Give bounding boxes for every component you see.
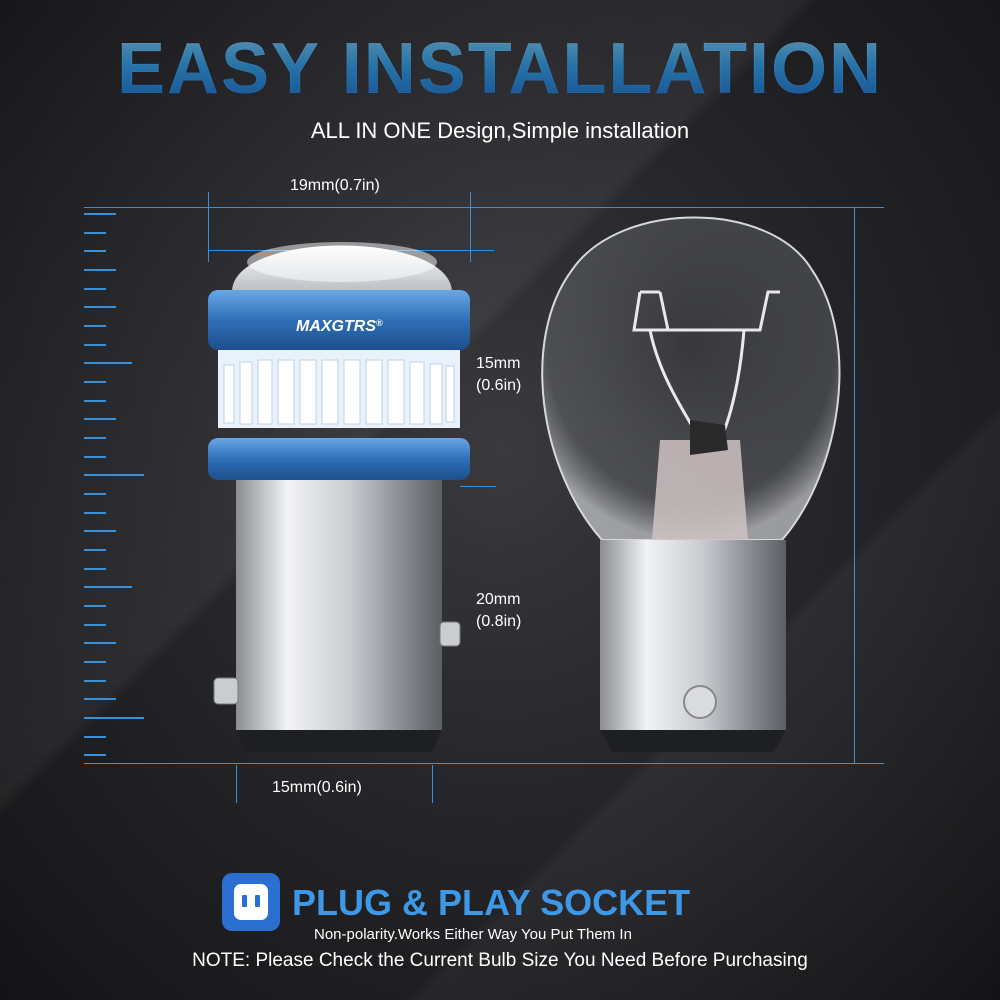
led-metal-base <box>236 480 442 730</box>
led-bulb <box>208 242 470 752</box>
led-pin-right <box>439 621 461 647</box>
incandescent-base-contact <box>600 730 786 752</box>
led-bottom-ring <box>208 438 470 480</box>
incandescent-pin <box>683 685 717 719</box>
base-height-label-in: (0.8in) <box>476 613 522 630</box>
head-height-label-in: (0.6in) <box>476 377 522 394</box>
page-subtitle: ALL IN ONE Design,Simple installation <box>310 118 690 143</box>
top-width-left-marker <box>208 192 209 262</box>
purchase-note: NOTE: Please Check the Current Bulb Size… <box>192 950 808 971</box>
brand-logo: MAXGTRS® <box>296 318 383 335</box>
base-width-label: 15mm(0.6in) <box>272 779 362 796</box>
glass-bulb <box>541 216 841 541</box>
base-width-left-marker <box>236 765 237 803</box>
top-width-right-marker <box>470 192 471 262</box>
led-top-ring <box>208 290 470 350</box>
top-measure-line <box>84 207 884 208</box>
head-bottom-line <box>460 486 496 487</box>
top-width-label: 19mm(0.7in) <box>290 177 380 194</box>
base-height-label-mm: 20mm <box>476 591 521 608</box>
bottom-measure-line <box>84 763 884 764</box>
feature-subtitle: Non-polarity.Works Either Way You Put Th… <box>314 926 632 943</box>
head-height-label-mm: 15mm <box>476 355 521 372</box>
right-height-line <box>854 207 855 764</box>
led-pin-left <box>213 677 239 705</box>
incandescent-bulb <box>541 216 841 752</box>
page-title: EASY INSTALLATION <box>0 28 1000 110</box>
feature-title: PLUG & PLAY SOCKET <box>292 882 691 923</box>
led-base-contact <box>236 730 442 752</box>
plug-socket-icon <box>222 873 280 931</box>
base-width-right-marker <box>432 765 433 803</box>
